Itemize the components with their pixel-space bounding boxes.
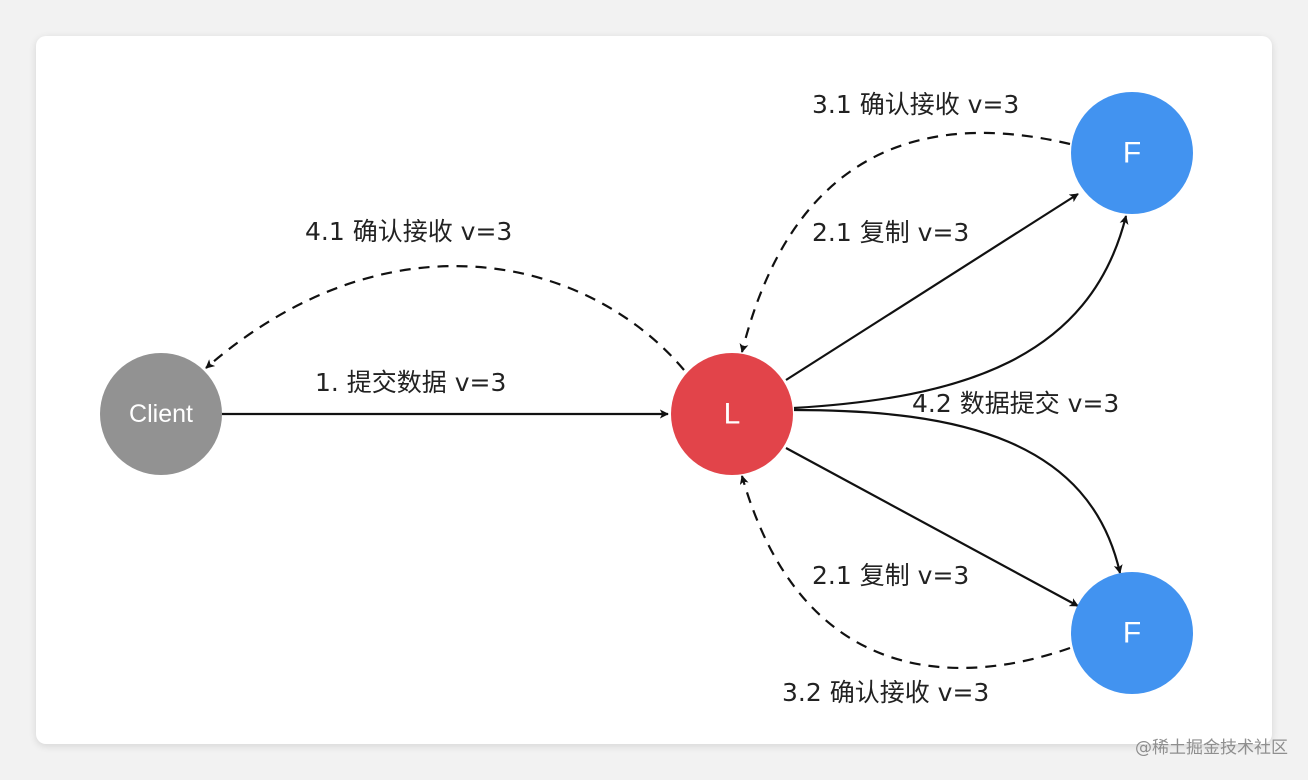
label-submit: 1. 提交数据 v=3 bbox=[315, 368, 506, 397]
label-ack-top: 3.1 确认接收 v=3 bbox=[812, 90, 1019, 119]
edge-commit-bottom bbox=[793, 408, 1123, 574]
label-commit: 4.2 数据提交 v=3 bbox=[912, 389, 1119, 418]
leader-node: L bbox=[671, 353, 793, 475]
diagram-card bbox=[36, 36, 1272, 744]
edge-ack-client bbox=[205, 265, 685, 371]
follower-top-node: F bbox=[1071, 92, 1193, 214]
edge-ack-bottom bbox=[739, 475, 1071, 669]
client-circle bbox=[100, 353, 222, 475]
edge-replicate-bottom bbox=[785, 447, 1079, 607]
follower-bottom-node: F bbox=[1071, 572, 1193, 694]
follower-bottom-label: F bbox=[1123, 617, 1141, 650]
follower-bottom-circle bbox=[1071, 572, 1193, 694]
edge-commit-top bbox=[793, 215, 1129, 410]
label-replicate-top: 2.1 复制 v=3 bbox=[812, 218, 969, 247]
edge-replicate-top bbox=[785, 193, 1079, 381]
leader-circle bbox=[671, 353, 793, 475]
label-ack-client: 4.1 确认接收 v=3 bbox=[305, 217, 512, 246]
follower-top-label: F bbox=[1123, 137, 1141, 170]
client-node: Client bbox=[100, 353, 222, 475]
label-ack-bottom: 3.2 确认接收 v=3 bbox=[782, 678, 989, 707]
follower-top-circle bbox=[1071, 92, 1193, 214]
leader-label: L bbox=[724, 398, 741, 431]
client-label: Client bbox=[129, 400, 193, 428]
watermark: @稀土掘金技术社区 bbox=[1135, 738, 1288, 758]
edge-ack-top bbox=[739, 131, 1071, 353]
label-replicate-bottom: 2.1 复制 v=3 bbox=[812, 561, 969, 590]
